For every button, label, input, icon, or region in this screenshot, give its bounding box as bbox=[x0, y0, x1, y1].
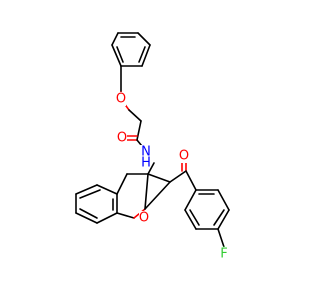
bond bbox=[116, 212, 135, 219]
bond bbox=[144, 173, 149, 210]
bond bbox=[96, 212, 118, 224]
bond bbox=[147, 162, 155, 175]
atom-label-amide-h: H bbox=[141, 156, 151, 171]
bond bbox=[79, 208, 98, 219]
bond bbox=[147, 173, 171, 183]
svg-text:H: H bbox=[141, 156, 151, 171]
bond bbox=[169, 170, 187, 183]
atom-label-furan-o: O bbox=[139, 211, 149, 226]
chemical-structure-canvas: O O N H O O F bbox=[75, 32, 230, 262]
bond bbox=[111, 32, 119, 46]
atom-label-ether-o: O bbox=[116, 92, 126, 107]
bond bbox=[111, 44, 122, 67]
svg-text:F: F bbox=[220, 247, 227, 262]
atom-label-ketone-o: O bbox=[179, 149, 189, 164]
bond bbox=[184, 209, 197, 230]
bond bbox=[128, 109, 142, 122]
bond bbox=[75, 212, 98, 224]
bond bbox=[189, 209, 200, 226]
bond bbox=[137, 32, 151, 46]
atom-label-amide-n: N bbox=[140, 145, 152, 160]
bond bbox=[116, 46, 124, 63]
bond bbox=[96, 184, 118, 195]
bond bbox=[217, 228, 225, 248]
phenoxy-phenyl-ring bbox=[111, 32, 151, 67]
bond bbox=[184, 189, 197, 211]
bond bbox=[116, 173, 128, 195]
bond bbox=[185, 170, 197, 191]
bond bbox=[144, 181, 171, 210]
bond bbox=[75, 184, 98, 195]
atom-label-fluorine: F bbox=[219, 247, 229, 262]
svg-text:O: O bbox=[117, 131, 127, 146]
bond bbox=[79, 189, 101, 199]
molecule-diagram: O O N H O O F bbox=[75, 32, 230, 262]
bond bbox=[217, 209, 230, 230]
svg-text:O: O bbox=[139, 211, 149, 226]
svg-text:O: O bbox=[179, 149, 189, 164]
bond bbox=[217, 189, 230, 211]
fluorophenyl-ring bbox=[184, 189, 230, 252]
svg-text:O: O bbox=[116, 92, 126, 107]
bond bbox=[138, 46, 146, 63]
bond bbox=[213, 209, 225, 226]
atom-label-amide-o: O bbox=[117, 131, 127, 146]
bond bbox=[141, 44, 151, 67]
svg-text:N: N bbox=[141, 145, 151, 160]
bond bbox=[136, 120, 142, 141]
benzofuran-ring bbox=[75, 173, 171, 224]
